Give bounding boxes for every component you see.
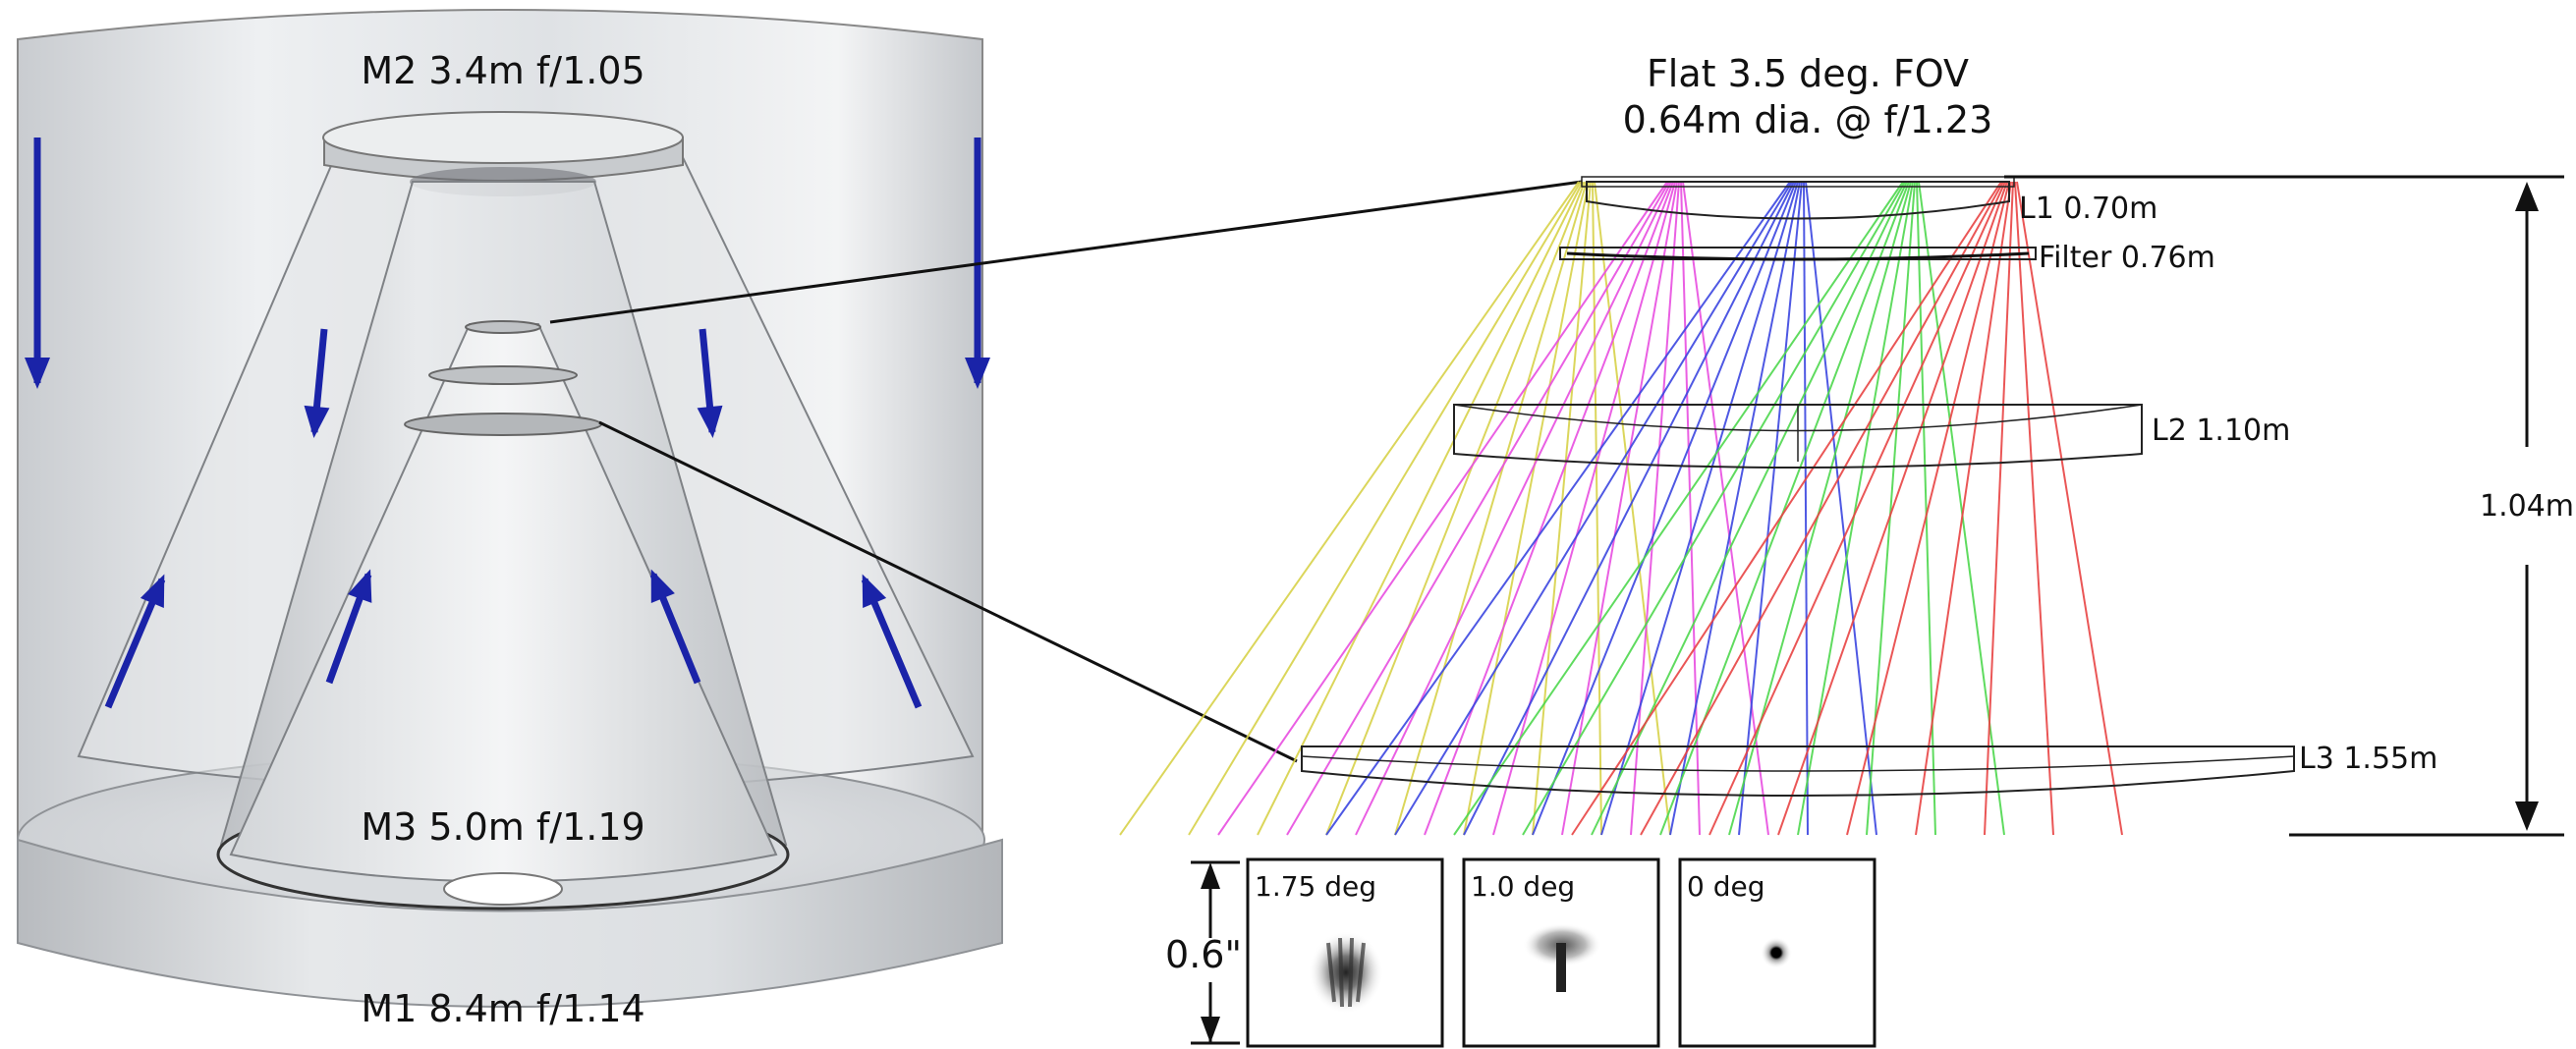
camera-title-line1: Flat 3.5 deg. FOV — [1647, 52, 1969, 95]
ray-line — [1866, 181, 1916, 836]
spot-panel: 1.0 deg — [1462, 857, 1660, 1048]
camera-lens-ring-2 — [428, 365, 578, 385]
ray-line — [1708, 181, 2006, 836]
l2-label: L2 1.10m — [2152, 414, 2290, 448]
spot-panel-label: 1.0 deg — [1471, 870, 1575, 903]
arrow-head — [25, 358, 50, 389]
ray-line — [1592, 181, 1602, 836]
ray-line — [1257, 181, 1584, 836]
m3-label: M3 5.0m f/1.19 — [361, 805, 644, 849]
spot-panel: 1.75 deg — [1246, 857, 1444, 1048]
ray-line — [1119, 181, 1580, 836]
filter-label: Filter 0.76m — [2039, 241, 2215, 275]
m1-label: M1 8.4m f/1.14 — [361, 987, 644, 1030]
ray-line — [1532, 181, 1797, 836]
ray-line — [1424, 181, 1674, 836]
spot-panel-label: 0 deg — [1687, 870, 1765, 903]
ray-line — [1915, 181, 2012, 836]
spot-panel: 0 deg — [1678, 857, 1876, 1048]
camera-lens-ring-1 — [465, 320, 541, 334]
ray-line — [1394, 181, 1588, 836]
ray-line — [1669, 181, 1801, 836]
ray-line — [1463, 181, 1795, 836]
telescope-illustration: M2 3.4m f/1.05 M3 5.0m f/1.19 M1 8.4m f/… — [17, 9, 1003, 1030]
arrow-head — [140, 574, 165, 609]
arrow-head — [862, 574, 887, 609]
lens-l2 — [1453, 404, 2143, 469]
m1-center-hole — [443, 872, 563, 906]
ray-line — [1188, 181, 1582, 836]
height-label: 1.04m — [2480, 489, 2574, 524]
spot-scale: 0.6" — [1165, 860, 1242, 1045]
ray-line — [1522, 181, 1906, 836]
ray-line — [1561, 181, 1678, 836]
ray-line — [1682, 181, 1769, 836]
ray-line — [1777, 181, 2008, 836]
ray-line — [1453, 181, 1904, 836]
ray-line — [1846, 181, 2010, 836]
ray-line — [1532, 181, 1592, 836]
ray-line — [1916, 181, 1936, 836]
ray-line — [1600, 181, 1799, 836]
ray-line — [1463, 181, 1590, 836]
spot-panel-label: 1.75 deg — [1255, 870, 1376, 903]
ray-line — [1630, 181, 1680, 836]
ray-line — [1325, 181, 1791, 836]
height-dimension: 1.04m — [2004, 175, 2574, 837]
lens-l1 — [1581, 176, 2015, 220]
arrow-head — [650, 569, 675, 603]
l1-label: L1 0.70m — [2019, 192, 2157, 226]
ray-line — [2014, 181, 2054, 836]
zoom-connector-top — [549, 180, 1583, 324]
ray-fans — [1119, 181, 2123, 836]
ray-line — [1805, 181, 1877, 836]
ray-line — [1803, 181, 1809, 836]
l3-label: L3 1.55m — [2299, 742, 2437, 776]
spot-scale-label: 0.6" — [1165, 933, 1242, 976]
ray-line — [2016, 181, 2123, 836]
filter — [1559, 247, 2037, 261]
ray-line — [1394, 181, 1793, 836]
ray-line — [1492, 181, 1676, 836]
ray-line — [1286, 181, 1670, 836]
zoom-connector-bottom — [598, 420, 1298, 763]
ray-line — [1355, 181, 1672, 836]
camera-title-line2: 0.64m dia. @ f/1.23 — [1623, 98, 1993, 141]
ray-line — [1984, 181, 2014, 836]
ray-line — [1797, 181, 1914, 836]
ray-line — [1640, 181, 2004, 836]
ray-line — [1217, 181, 1668, 836]
camera-optics-detail: Flat 3.5 deg. FOV 0.64m dia. @ f/1.23 L1… — [1119, 52, 2574, 837]
m2-label: M2 3.4m f/1.05 — [361, 49, 644, 92]
ray-line — [1325, 181, 1586, 836]
ray-line — [1594, 181, 1671, 836]
arrow-head — [697, 405, 723, 438]
ray-line — [1571, 181, 2002, 836]
lens-l3 — [1301, 745, 2295, 797]
arrow-head — [304, 405, 330, 438]
arrow-head — [965, 358, 990, 389]
arrow-head — [347, 569, 372, 603]
ray-line — [1738, 181, 1803, 836]
ray-line — [1680, 181, 1701, 836]
m1-base-ring — [17, 838, 1003, 1008]
spot-diagrams: 0.6" 1.75 deg 1.0 deg 0 deg — [1165, 857, 1876, 1048]
camera-lens-ring-3 — [404, 413, 602, 436]
light-path-arrows — [25, 138, 990, 709]
